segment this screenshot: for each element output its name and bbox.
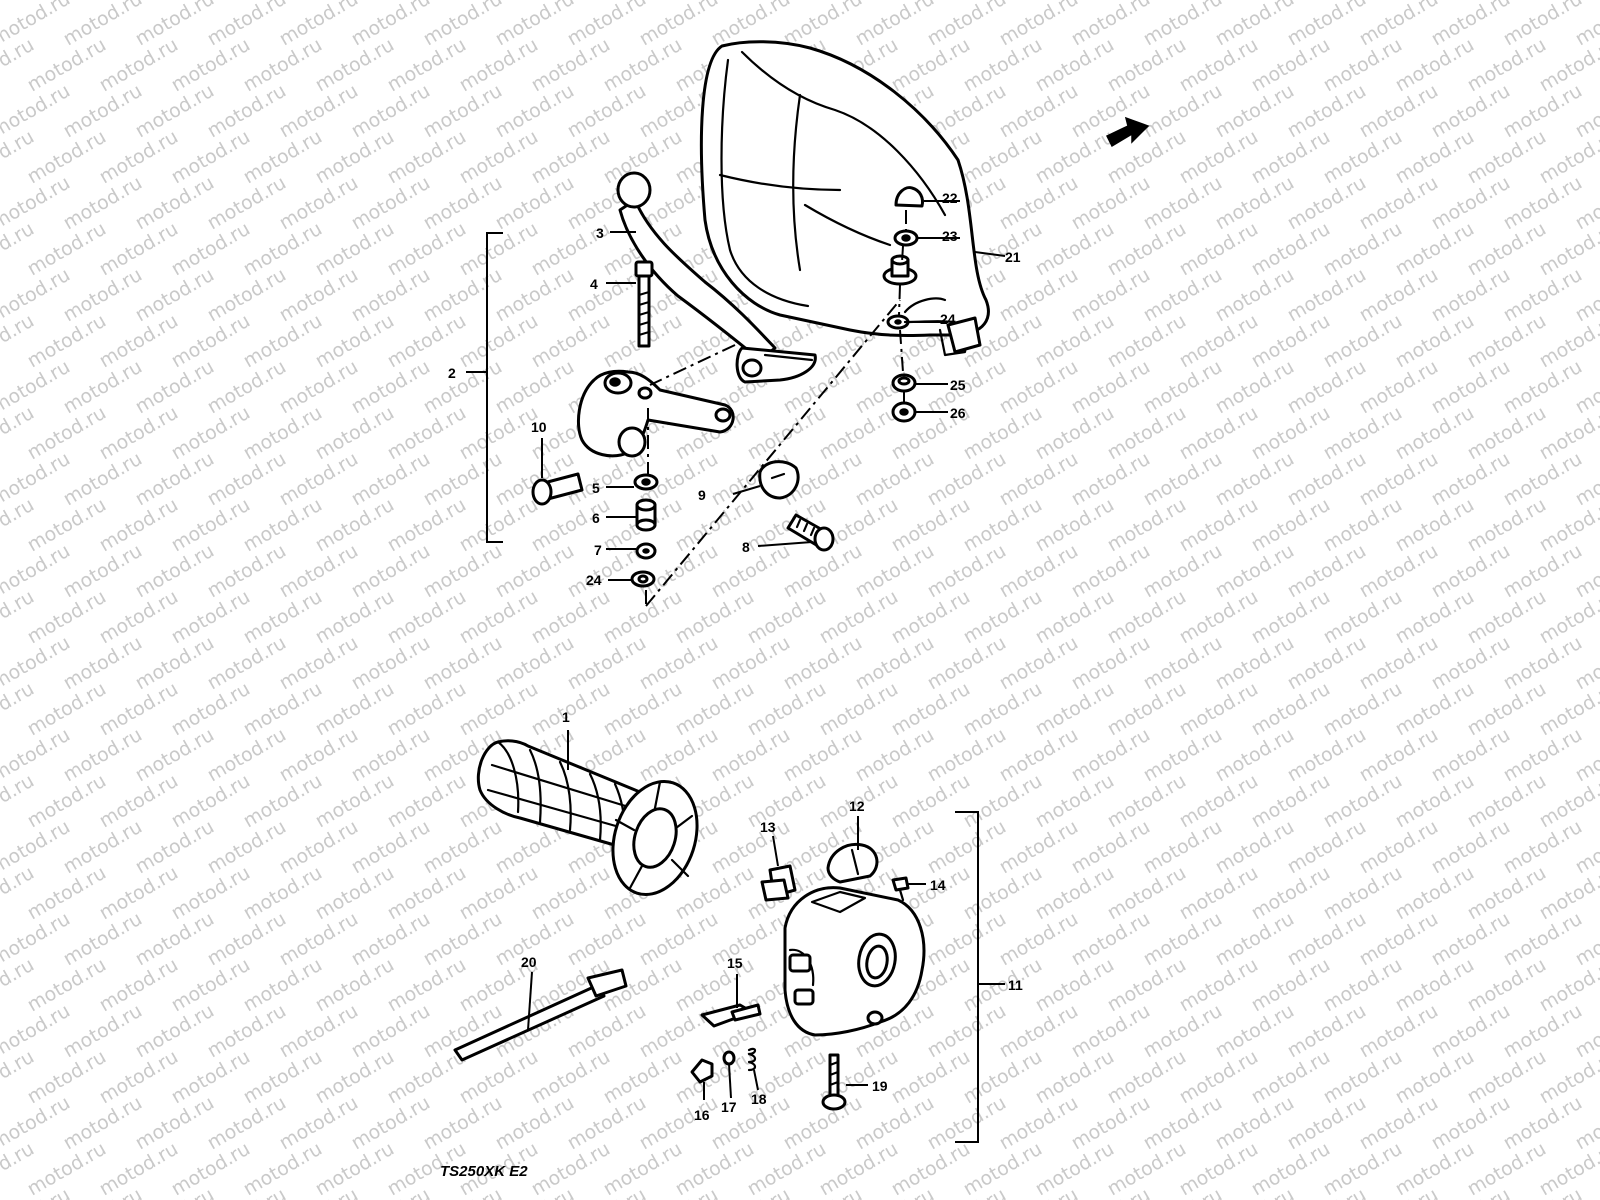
contact-16 [690, 1058, 714, 1084]
screw-14 [891, 876, 910, 902]
contact-plate-15 [700, 1003, 762, 1028]
callout-24-lower: 24 [586, 572, 602, 588]
callout-9: 9 [698, 487, 706, 503]
callout-labels: 1 2 3 4 5 6 7 8 9 10 11 12 13 14 15 16 1… [448, 190, 1023, 1123]
callout-16: 16 [694, 1107, 710, 1123]
callout-17: 17 [721, 1099, 737, 1115]
nut-26 [891, 401, 917, 423]
callout-21: 21 [1005, 249, 1021, 265]
spacer-6 [635, 498, 657, 532]
switch-housing [783, 886, 926, 1037]
lever-pivot-bolt [634, 260, 654, 348]
switch-button-13 [760, 864, 797, 902]
callout-7: 7 [594, 542, 602, 558]
washer-23-upper [893, 229, 919, 247]
callout-25: 25 [950, 377, 966, 393]
callout-15: 15 [727, 955, 743, 971]
callout-19: 19 [872, 1078, 888, 1094]
callout-10: 10 [531, 419, 547, 435]
callout-18: 18 [751, 1091, 767, 1107]
callout-23: 23 [942, 228, 958, 244]
callout-24-upper: 24 [940, 311, 956, 327]
ball-17 [722, 1050, 736, 1066]
assembly-centerlines [645, 210, 907, 607]
callout-14: 14 [930, 877, 946, 893]
callout-5: 5 [592, 480, 600, 496]
callout-6: 6 [592, 510, 600, 526]
clutch-lever [616, 171, 817, 384]
washer-5 [633, 473, 659, 491]
hand-guard [699, 40, 990, 357]
callout-4: 4 [590, 276, 598, 292]
callout-8: 8 [742, 539, 750, 555]
clamp-bolt-8 [786, 513, 835, 552]
spacer-23-lower [882, 254, 918, 286]
front-direction-arrow-icon [1105, 116, 1150, 148]
switch-knob-12 [826, 842, 879, 884]
guard-clamp-9 [758, 460, 800, 500]
screw-19 [821, 1053, 847, 1111]
assembly-2-bracket [486, 232, 503, 543]
callout-22: 22 [942, 190, 958, 206]
callout-2: 2 [448, 365, 456, 381]
assembly-11-bracket [955, 811, 979, 1143]
washer-25 [891, 373, 917, 393]
cable-tie [453, 968, 628, 1062]
holder-clamp-bolt [531, 472, 584, 506]
nut-7 [635, 542, 657, 560]
cap-22 [894, 186, 924, 208]
callout-11: 11 [1008, 977, 1023, 993]
callout-1: 1 [562, 709, 570, 725]
throttle-grip [476, 739, 699, 897]
callout-13: 13 [760, 819, 776, 835]
spring-18 [747, 1047, 757, 1072]
callout-12: 12 [849, 798, 865, 814]
washer-24-lower [630, 570, 656, 588]
callout-leaders [466, 200, 1006, 1100]
callout-20: 20 [521, 954, 537, 970]
lever-holder-bracket [576, 369, 735, 458]
callout-3: 3 [596, 225, 604, 241]
model-caption: TS250XK E2 [440, 1163, 528, 1180]
callout-26: 26 [950, 405, 966, 421]
